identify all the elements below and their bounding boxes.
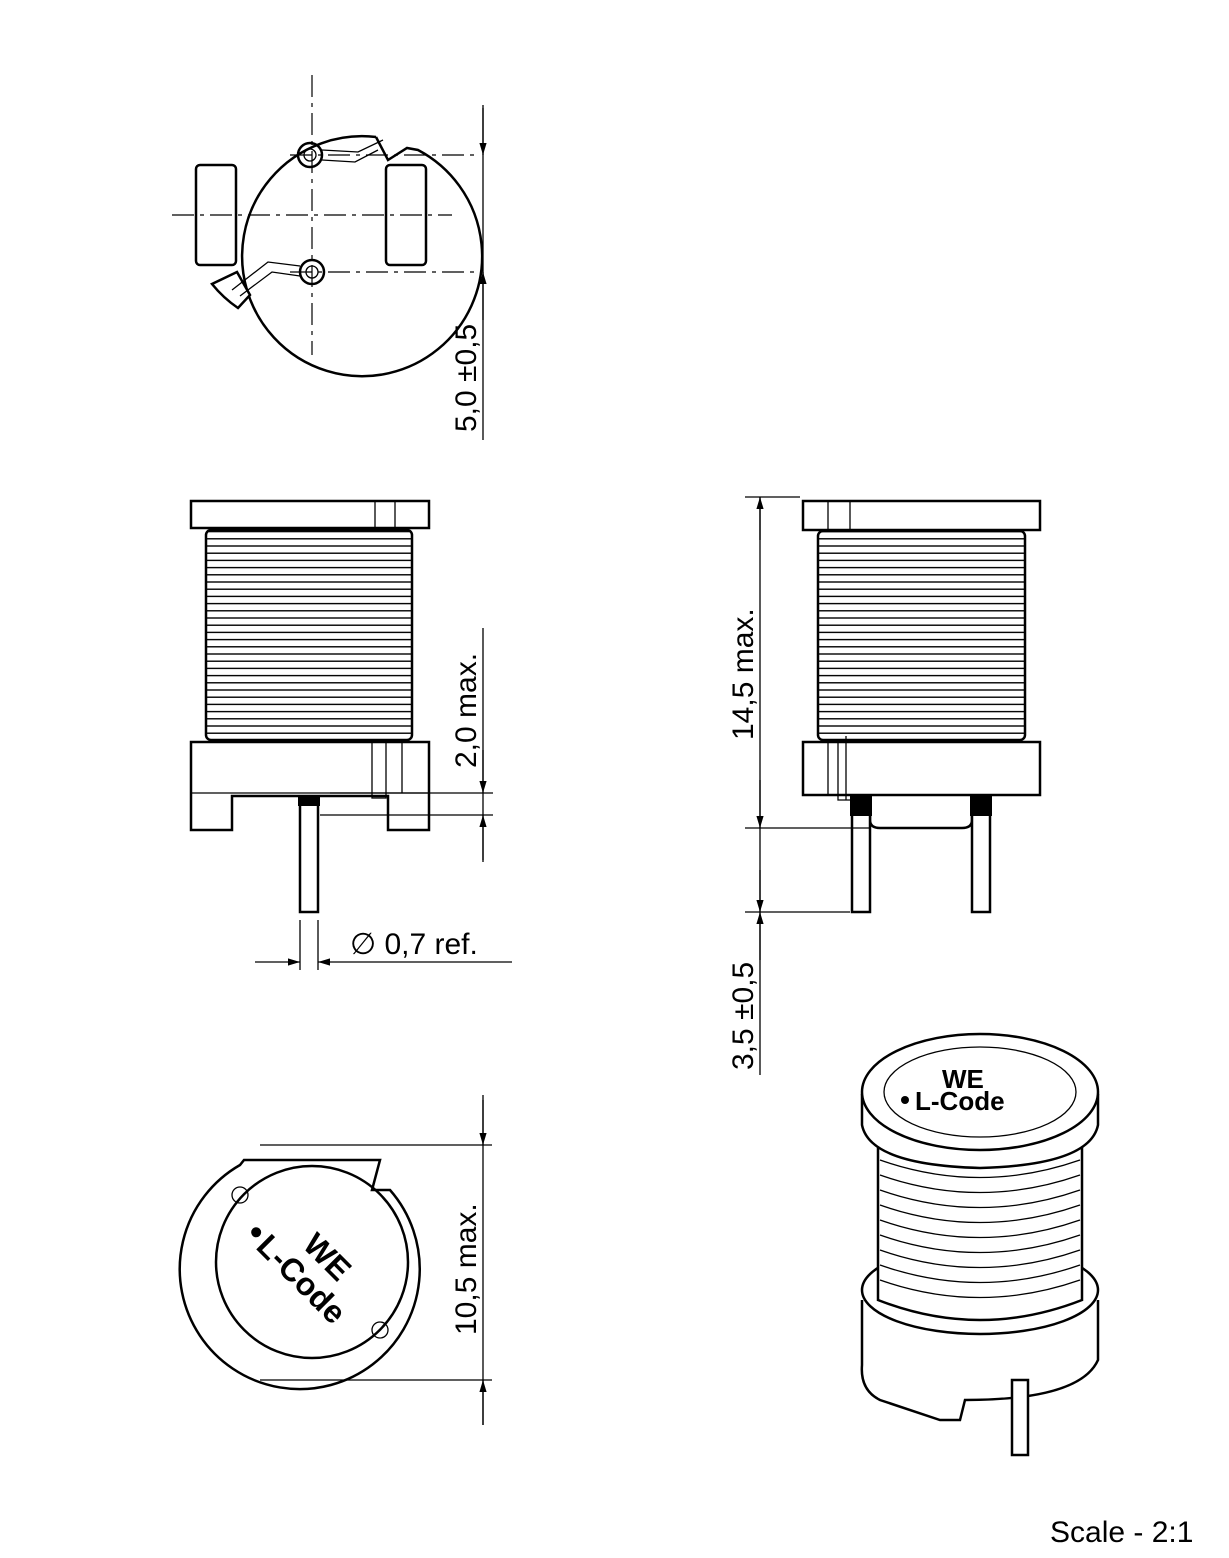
height-label: 14,5 max. [727,608,760,740]
marking-view: 10,5 max. WE L-Code [178,1095,492,1425]
lead-diameter-label: ∅ 0,7 ref. [350,928,478,961]
pin1-dot [251,1227,262,1238]
lead-offset-label: 2,0 max. [450,653,483,768]
side-view-right: 14,5 max. 3,5 ±0,5 [727,496,1042,1075]
perspective-view: WE L-Code [860,1032,1100,1457]
top-view: 5,0 ±0,5 [172,75,487,440]
side-view-left: 2,0 max. ∅ 0,7 ref. [189,499,512,970]
3d-marking-we: WE [942,1064,984,1094]
pin-pitch-label: 5,0 ±0,5 [450,324,483,432]
3d-marking-lcode: L-Code [915,1086,1005,1116]
scale-label: Scale - 2:1 [1050,1516,1193,1549]
lead-length-label: 3,5 ±0,5 [727,962,760,1070]
3d-pin1-dot [901,1096,909,1104]
diameter-label: 10,5 max. [450,1203,483,1335]
